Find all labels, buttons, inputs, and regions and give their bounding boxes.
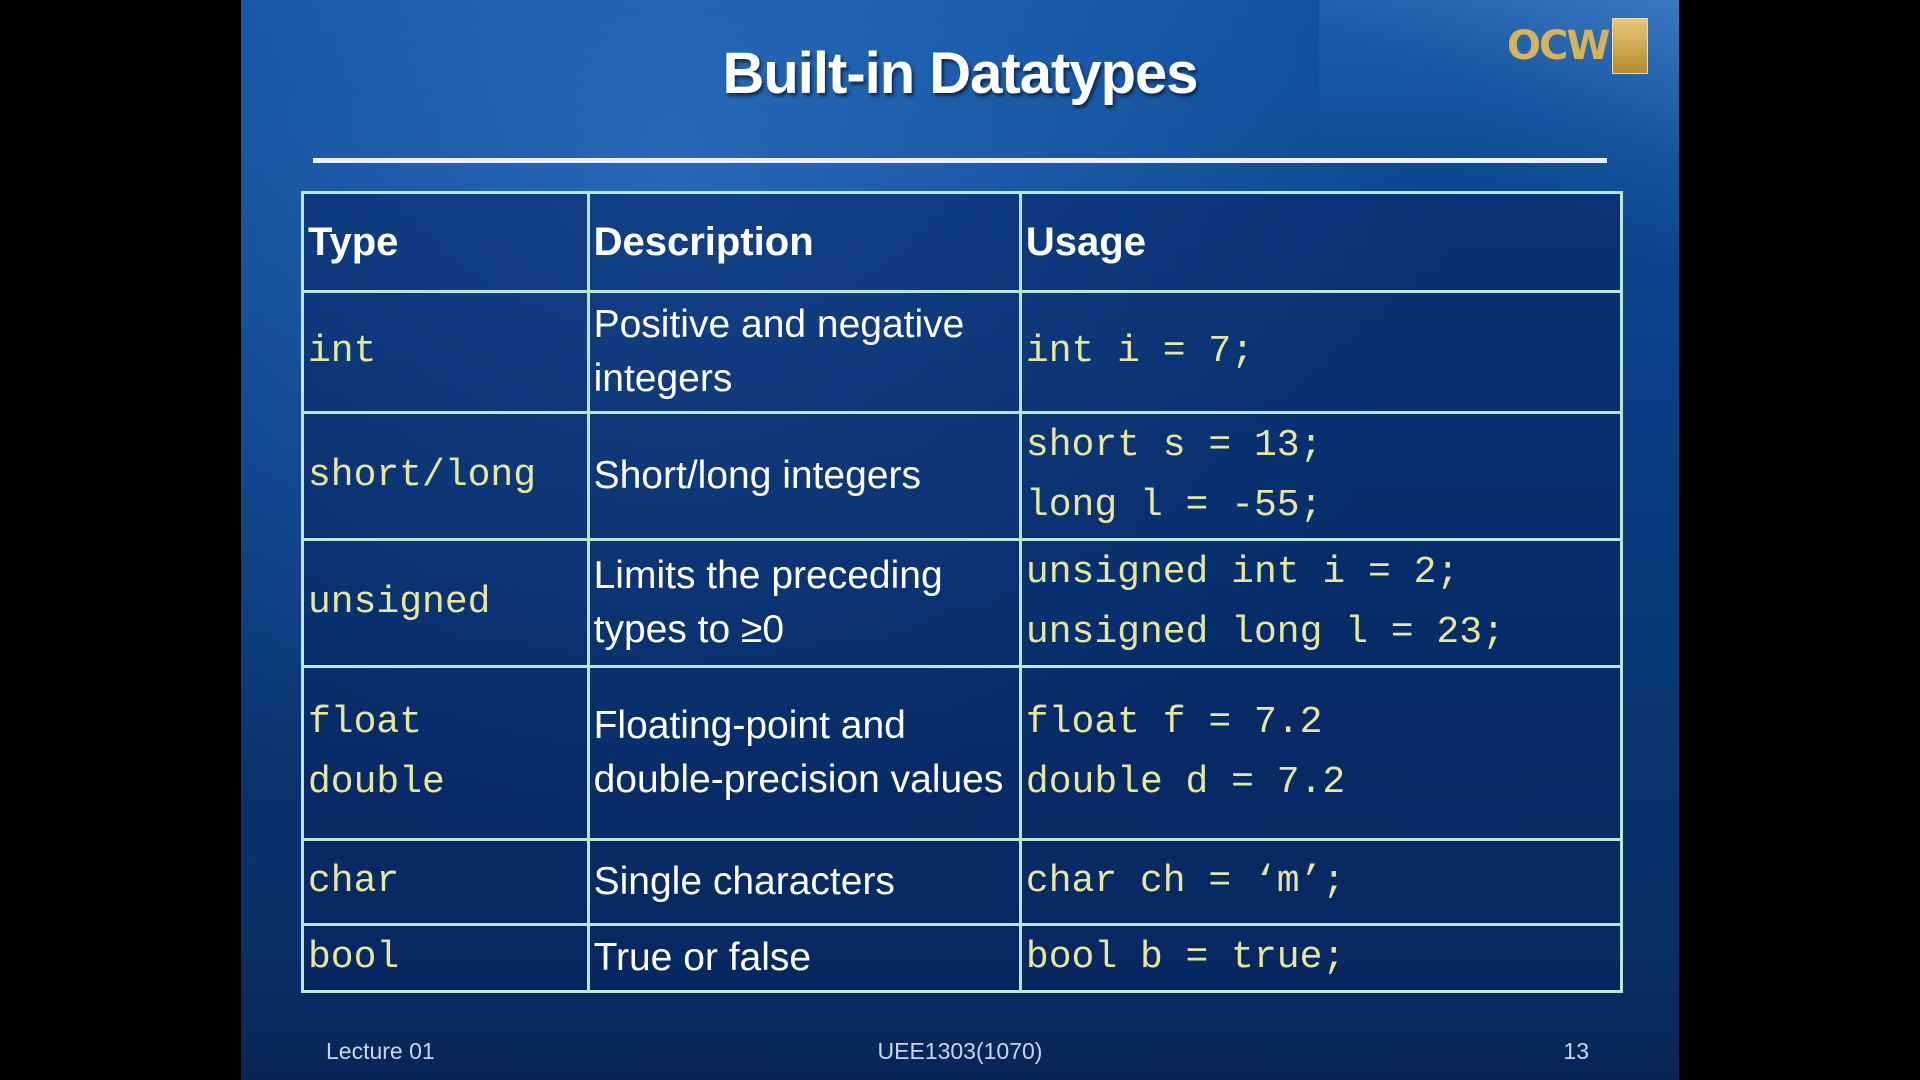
type-cell: short/long (301, 411, 590, 541)
header-usage: Usage (1018, 191, 1624, 293)
ocw-logo: OCW (1507, 18, 1653, 74)
lecture-slide: OCW Built-in Datatypes Type Description … (241, 0, 1679, 1080)
description-cell: Short/long integers (586, 411, 1022, 541)
header-description: Description (586, 191, 1022, 293)
description-text: Short/long integers (593, 454, 921, 497)
type-name: bool (308, 936, 400, 979)
type-cell: int (301, 290, 590, 414)
description-cell: Floating-point and double-precision valu… (586, 665, 1022, 841)
description-cell: Single characters (586, 838, 1022, 926)
table-row: int Positive and negative integers int i… (301, 290, 1624, 414)
footer-lecture: Lecture 01 (326, 1038, 435, 1064)
usage-line: short s = 13; (1025, 424, 1323, 467)
type-name: float (308, 701, 423, 744)
type-cell: float double (301, 665, 590, 841)
description-text: Positive and negative integers (593, 303, 965, 400)
type-cell: bool (301, 923, 590, 993)
slide-title: Built-in Datatypes (722, 41, 1198, 106)
type-cell: unsigned (301, 538, 590, 668)
type-name: char (308, 860, 400, 903)
table-row: bool True or false bool b = true; (301, 923, 1624, 993)
type-name: double (308, 761, 445, 804)
usage-line: bool b = true; (1025, 936, 1346, 979)
header-type: Type (301, 191, 590, 293)
table-header-row: Type Description Usage (301, 191, 1624, 293)
footer-course-code: UEE1303(1070) (877, 1038, 1043, 1064)
ocw-logo-badge-icon (1612, 18, 1649, 74)
usage-cell: float f = 7.2 double d = 7.2 (1018, 665, 1624, 841)
description-text: Limits the preceding types to ≥0 (593, 554, 943, 651)
description-cell: Positive and negative integers (586, 290, 1022, 414)
usage-cell: unsigned int i = 2; unsigned long l = 23… (1018, 538, 1624, 668)
table-row: char Single characters char ch = ‘m’; (301, 838, 1624, 926)
description-text: Floating-point and double-precision valu… (593, 704, 1004, 801)
usage-cell: bool b = true; (1018, 923, 1624, 993)
usage-line: long l = -55; (1025, 484, 1323, 527)
table-row: unsigned Limits the preceding types to ≥… (301, 538, 1624, 668)
usage-cell: int i = 7; (1018, 290, 1624, 414)
usage-line: unsigned long l = 23; (1025, 611, 1505, 654)
ocw-logo-text: OCW (1507, 23, 1610, 69)
description-cell: Limits the preceding types to ≥0 (586, 538, 1022, 668)
type-name: unsigned (308, 581, 491, 624)
usage-cell: short s = 13; long l = -55; (1018, 411, 1624, 541)
table-row: float double Floating-point and double-p… (301, 665, 1624, 841)
datatypes-table: Type Description Usage int Positive and … (301, 191, 1624, 993)
usage-line: double d = 7.2 (1025, 761, 1346, 804)
type-name: short/long (308, 454, 537, 497)
type-name: int (308, 330, 377, 373)
table-row: short/long Short/long integers short s =… (301, 411, 1624, 541)
usage-line: float f = 7.2 (1025, 701, 1323, 744)
title-divider (313, 158, 1607, 163)
usage-line: unsigned int i = 2; (1025, 551, 1460, 594)
usage-cell: char ch = ‘m’; (1018, 838, 1624, 926)
footer-page-number: 13 (1563, 1038, 1589, 1064)
type-cell: char (301, 838, 590, 926)
usage-line: char ch = ‘m’; (1025, 860, 1346, 903)
description-cell: True or false (586, 923, 1022, 993)
description-text: True or false (593, 936, 812, 979)
description-text: Single characters (593, 860, 895, 903)
usage-line: int i = 7; (1025, 330, 1254, 373)
